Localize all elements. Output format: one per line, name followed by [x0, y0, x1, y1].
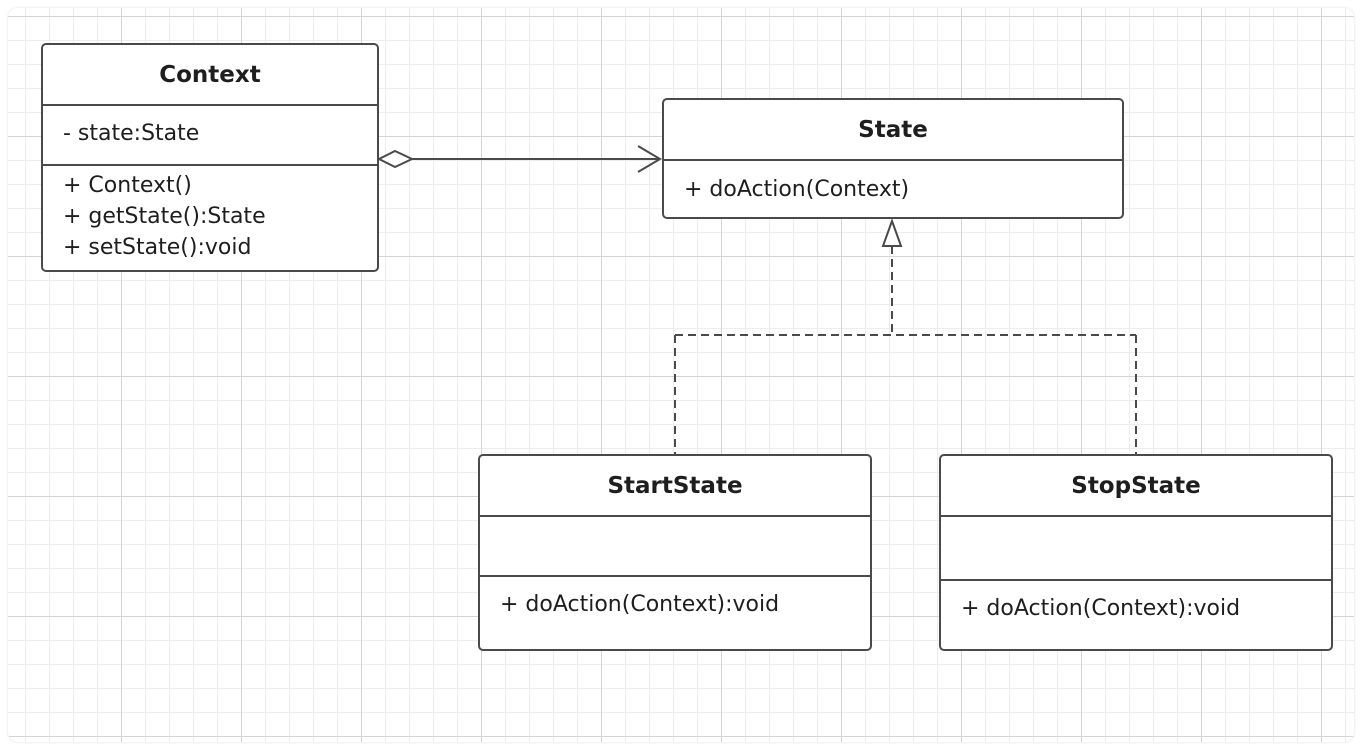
class-context-attributes: - state:State [43, 106, 377, 166]
attribute: - state:State [63, 121, 200, 146]
method: + setState():void [63, 235, 252, 260]
method: + doAction(Context) [684, 177, 910, 202]
class-stop-state-methods: + doAction(Context):void [941, 581, 1331, 624]
class-start-state-methods: + doAction(Context):void [480, 577, 870, 620]
class-start-state-attributes [480, 517, 870, 577]
class-stop-state-name: StopState [941, 456, 1331, 517]
class-stop-state-attributes [941, 517, 1331, 581]
class-context-name: Context [43, 45, 377, 106]
method: + getState():State [63, 204, 266, 229]
class-start-state[interactable]: StartState + doAction(Context):void [478, 454, 872, 651]
class-state[interactable]: State + doAction(Context) [662, 98, 1124, 219]
method: + doAction(Context):void [500, 592, 780, 617]
method: + doAction(Context):void [961, 596, 1241, 621]
class-state-name: State [664, 100, 1122, 161]
class-context[interactable]: Context - state:State + Context() + getS… [41, 43, 379, 272]
class-context-methods: + Context() + getState():State + setStat… [43, 166, 377, 263]
class-stop-state[interactable]: StopState + doAction(Context):void [939, 454, 1333, 651]
method: + Context() [63, 173, 192, 198]
class-state-methods: + doAction(Context) [664, 161, 1122, 205]
class-start-state-name: StartState [480, 456, 870, 517]
